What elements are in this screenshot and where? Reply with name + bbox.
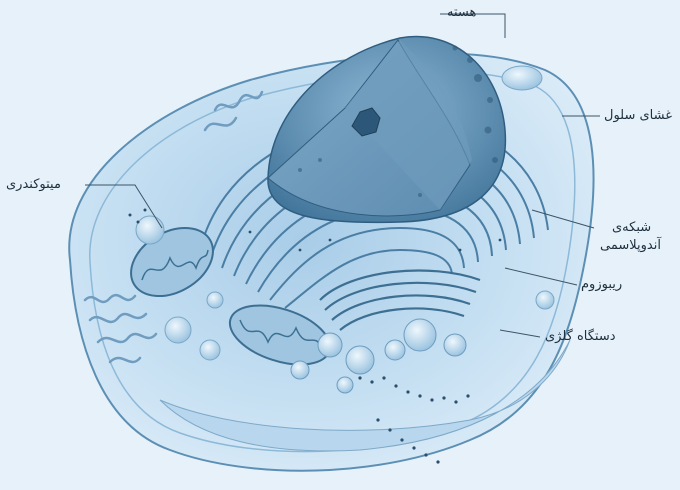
nucleus: [268, 37, 505, 223]
label-golgi: دستگاه گلژی: [545, 328, 616, 345]
label-cell-membrane: غشای سلول: [604, 107, 672, 124]
label-mitochondrion: میتوکندری: [6, 176, 61, 193]
label-ribosome: ریبوزوم: [581, 276, 622, 293]
label-er-line2: آندوپلاسمی: [600, 237, 661, 254]
label-nucleus: هسته: [447, 4, 476, 21]
label-er-line1: شبکه‌ی: [612, 219, 651, 236]
